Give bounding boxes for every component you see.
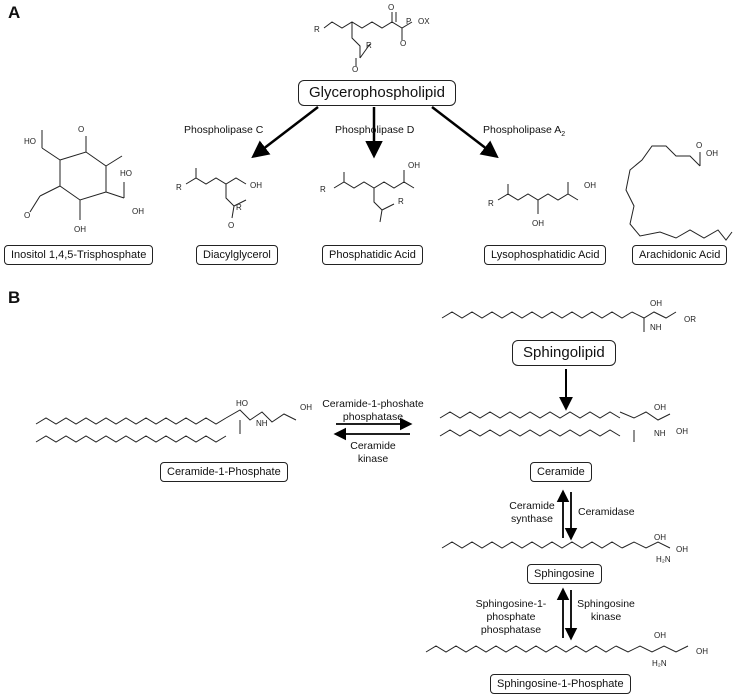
svg-text:OH: OH xyxy=(676,427,688,436)
product-lpa: Lysophosphatidic Acid xyxy=(484,245,607,265)
pa-structure xyxy=(333,170,415,223)
sphingolipid-structure xyxy=(441,311,677,332)
s1p-box: Sphingosine-1-Phosphate xyxy=(490,674,631,694)
svg-text:H₂N: H₂N xyxy=(656,555,671,564)
svg-text:NH: NH xyxy=(654,429,666,438)
svg-text:H₂N: H₂N xyxy=(652,659,667,668)
svg-text:R: R xyxy=(320,185,326,194)
svg-text:O: O xyxy=(696,141,702,150)
svg-text:R: R xyxy=(236,203,242,212)
product-pa: Phosphatidic Acid xyxy=(322,245,423,265)
enzyme-phospholipase-d: Phospholipase D xyxy=(335,124,415,136)
enzyme-ceramidase: Ceramidase xyxy=(578,506,635,518)
enzyme-s1p-phosphatase: Sphingosine-1- phosphate phosphatase xyxy=(475,598,547,636)
svg-text:HO: HO xyxy=(24,137,36,146)
svg-text:OH: OH xyxy=(654,631,666,640)
svg-text:R: R xyxy=(314,25,320,34)
svg-text:NH: NH xyxy=(650,323,662,332)
svg-text:OH: OH xyxy=(532,219,544,228)
sphingosine-box: Sphingosine xyxy=(527,564,602,584)
product-aa: Arachidonic Acid xyxy=(632,245,728,265)
product-ip3: Inositol 1,4,5-Trisphosphate xyxy=(4,245,154,265)
lpa-structure xyxy=(497,182,579,214)
svg-text:HO: HO xyxy=(120,169,132,178)
enzyme-phospholipase-c: Phospholipase C xyxy=(184,124,264,136)
svg-text:O: O xyxy=(24,211,30,220)
svg-text:OH: OH xyxy=(250,181,262,190)
svg-text:OH: OH xyxy=(654,403,666,412)
pla2-label: Phospholipase A xyxy=(483,124,562,136)
c1p-box: Ceramide-1-Phosphate xyxy=(160,462,288,482)
enzyme-c1p-phosphatase: Ceramide-1-phoshate phosphatase xyxy=(322,398,424,423)
enzyme-sphingosine-kinase: Sphingosine kinase xyxy=(577,598,635,623)
svg-text:O: O xyxy=(388,3,394,12)
svg-text:R: R xyxy=(488,199,494,208)
svg-text:O: O xyxy=(78,125,84,134)
svg-text:P: P xyxy=(406,17,411,26)
arrow-to-dag xyxy=(251,106,319,159)
ceramide-box: Ceramide xyxy=(530,462,592,482)
svg-text:R: R xyxy=(176,183,182,192)
svg-text:NH: NH xyxy=(256,419,268,428)
panel-a-letter: A xyxy=(8,3,21,22)
svg-text:OH: OH xyxy=(706,149,718,158)
svg-text:R: R xyxy=(366,41,372,50)
svg-text:O: O xyxy=(400,39,406,48)
enzyme-ceramide-synthase: Ceramide synthase xyxy=(509,500,555,525)
svg-text:OH: OH xyxy=(132,207,144,216)
svg-text:OX: OX xyxy=(418,17,430,26)
svg-text:OH: OH xyxy=(74,225,86,234)
enzyme-ceramide-kinase: Ceramide kinase xyxy=(350,440,396,465)
svg-text:OH: OH xyxy=(650,299,662,308)
sphingosine-structure xyxy=(441,541,671,549)
svg-text:OH: OH xyxy=(408,161,420,170)
aa-structure xyxy=(625,145,733,241)
svg-text:HO: HO xyxy=(236,399,248,408)
svg-text:OH: OH xyxy=(676,545,688,554)
ip3-structure xyxy=(29,130,125,220)
svg-text:O: O xyxy=(352,65,358,74)
sphingolipid-box: Sphingolipid xyxy=(512,340,616,366)
svg-text:OH: OH xyxy=(300,403,312,412)
ceramide-structure xyxy=(439,411,671,442)
dag-structure xyxy=(185,168,247,219)
s1p-structure xyxy=(425,645,689,653)
c1p-structure xyxy=(35,409,297,443)
panel-b-letter: B xyxy=(8,288,21,307)
pla2-subscript: 2 xyxy=(561,131,566,139)
svg-text:O: O xyxy=(228,221,234,230)
svg-text:R: R xyxy=(398,197,404,206)
svg-text:OH: OH xyxy=(654,533,666,542)
enzyme-phospholipase-a2: Phospholipase A2 xyxy=(483,124,565,138)
glycerophospholipid-structure xyxy=(323,12,413,66)
svg-text:OR: OR xyxy=(684,315,696,324)
svg-text:OH: OH xyxy=(584,181,596,190)
svg-text:OH: OH xyxy=(696,647,708,656)
arrow-to-lpa xyxy=(431,106,499,159)
product-dag: Diacylglycerol xyxy=(196,245,278,265)
glycerophospholipid-box: Glycerophospholipid xyxy=(298,80,456,106)
